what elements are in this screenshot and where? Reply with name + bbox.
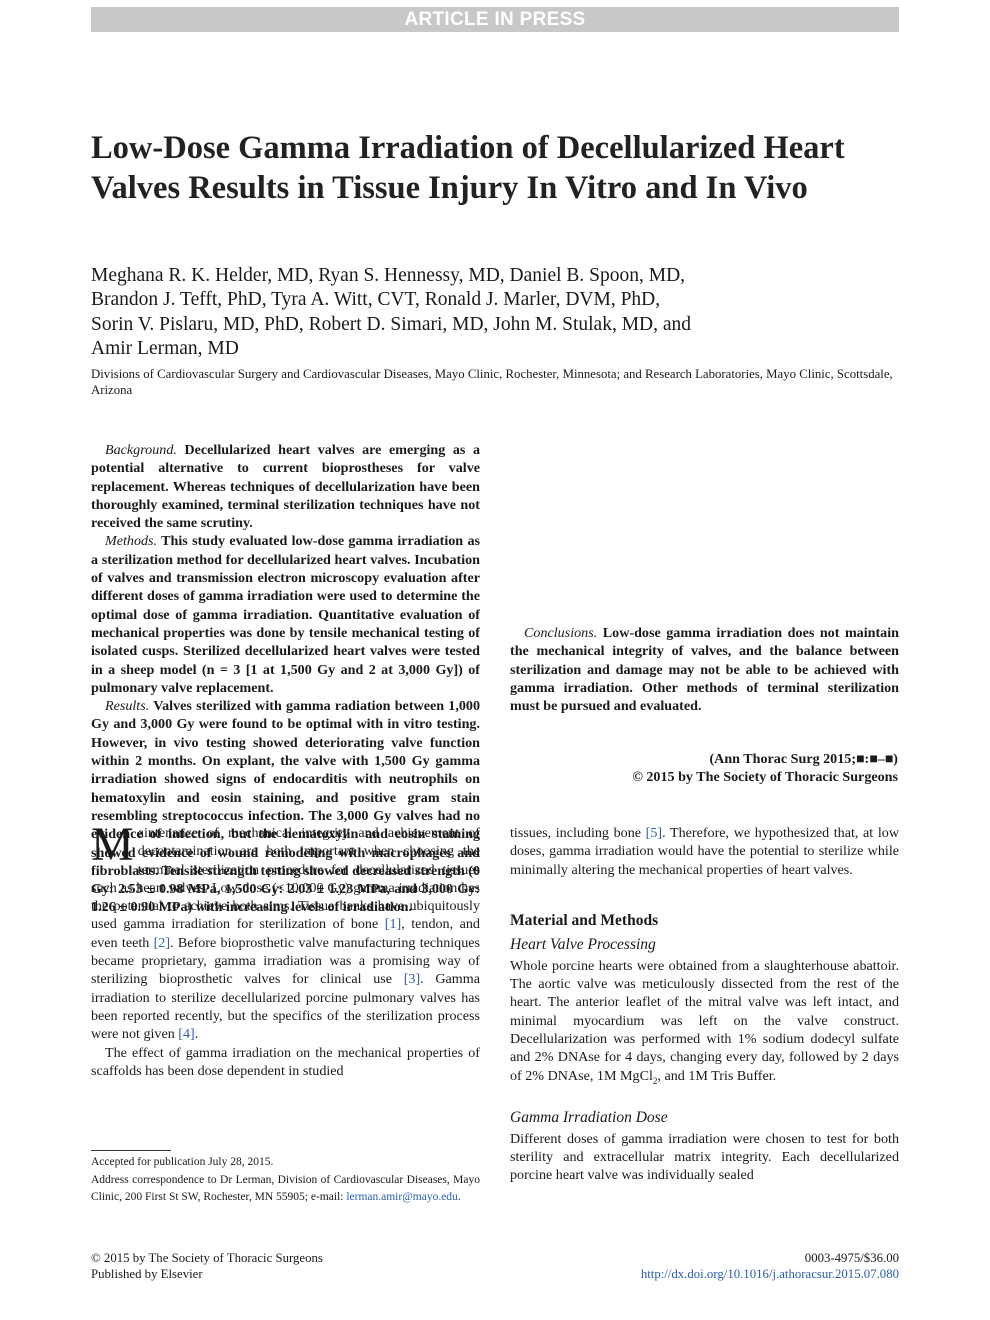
right-text: tissues, including bone xyxy=(510,825,646,841)
footer-publisher: Published by Elsevier xyxy=(91,1267,203,1281)
article-in-press-banner: ARTICLE IN PRESS xyxy=(91,7,899,32)
correspondence-address: Address correspondence to Dr Lerman, Div… xyxy=(91,1172,480,1206)
abstract-left-column: Background. Decellularized heart valves … xyxy=(91,441,480,917)
drop-cap: M xyxy=(91,818,134,871)
processing-text: , and 1M Tris Buffer. xyxy=(657,1067,777,1084)
correspondence-text: Address correspondence to Dr Lerman, Div… xyxy=(91,1174,480,1203)
footer-copyright: © 2015 by The Society of Thoracic Surgeo… xyxy=(91,1251,323,1265)
subheading-irradiation-dose: Gamma Irradiation Dose xyxy=(510,1108,668,1126)
subscript: 2 xyxy=(652,1075,658,1086)
footer-left: © 2015 by The Society of Thoracic Surgeo… xyxy=(91,1250,323,1282)
email-link[interactable]: lerman.amir@mayo.edu xyxy=(346,1190,458,1203)
conclusions-text: Low-dose gamma irradiation does not main… xyxy=(510,625,899,715)
abstract-methods: Methods. This study evaluated low-dose g… xyxy=(91,532,480,697)
abstract-results: Results. Valves sterilized with gamma ra… xyxy=(91,697,480,917)
results-label: Results. xyxy=(105,698,150,715)
footer-issn: 0003-4975/$36.00 xyxy=(804,1251,899,1265)
journal-reference: (Ann Thorac Surg 2015;■:■–■) xyxy=(709,751,898,767)
background-label: Background. xyxy=(105,442,177,458)
methods-label: Methods. xyxy=(105,533,158,550)
subheading-valve-processing: Heart Valve Processing xyxy=(510,935,656,953)
results-text: Valves sterilized with gamma radiation b… xyxy=(91,698,480,916)
correspondence-end: . xyxy=(457,1190,461,1203)
intro-text: . Gamma irradiation to sterilize decellu… xyxy=(91,971,480,1043)
dose-paragraph: Different doses of gamma irradiation wer… xyxy=(510,1130,899,1184)
author-line: Sorin V. Pislaru, MD, PhD, Robert D. Sim… xyxy=(91,313,692,335)
background-text: Decellularized heart valves are emerging… xyxy=(91,442,480,532)
accepted-date: Accepted for publication July 28, 2015. xyxy=(91,1156,274,1168)
methods-text: This study evaluated low-dose gamma irra… xyxy=(91,533,480,696)
reference-link-2[interactable]: [2] xyxy=(153,934,171,951)
intro-text: . xyxy=(194,1026,199,1043)
intro-text: . Before bioprosthetic valve manufacturi… xyxy=(91,934,480,988)
footnote-divider xyxy=(91,1150,171,1151)
author-line: Amir Lerman, MD xyxy=(91,337,239,359)
right-paragraph: tissues, including bone [5]. Therefore, … xyxy=(510,824,899,879)
reference-link-5[interactable]: [5] xyxy=(645,825,663,841)
reference-link-4[interactable]: [4] xyxy=(178,1026,195,1043)
abstract-right-column: Conclusions. Low-dose gamma irradiation … xyxy=(510,441,899,715)
processing-text: Whole porcine hearts were obtained from … xyxy=(510,957,899,1084)
abstract-copyright: © 2015 by The Society of Thoracic Surgeo… xyxy=(632,769,898,786)
abstract-background: Background. Decellularized heart valves … xyxy=(91,441,480,532)
right-text: . Therefore, we hypothesized that, at lo… xyxy=(510,825,899,878)
footer-right: 0003-4975/$36.00 http://dx.doi.org/10.10… xyxy=(641,1250,899,1282)
body-right-column: tissues, including bone [5]. Therefore, … xyxy=(510,824,899,1185)
intro-text: aintenance of mechanical integrity and a… xyxy=(91,825,480,933)
affiliations: Divisions of Cardiovascular Surgery and … xyxy=(91,367,893,397)
intro-text: , tendon, and even teeth xyxy=(91,916,480,951)
journal-citation: (Ann Thorac Surg 2015;■:■–■) © 2015 by T… xyxy=(520,750,898,787)
author-list: Meghana R. K. Helder, MD, Ryan S. Hennes… xyxy=(91,264,896,361)
article-title: Low-Dose Gamma Irradiation of Decellular… xyxy=(91,130,845,206)
processing-paragraph: Whole porcine hearts were obtained from … xyxy=(510,957,899,1090)
author-line: Brandon J. Tefft, PhD, Tyra A. Witt, CVT… xyxy=(91,289,661,311)
doi-link[interactable]: http://dx.doi.org/10.1016/j.athoracsur.2… xyxy=(640,1267,899,1281)
section-heading-methods: Material and Methods xyxy=(510,911,659,929)
abstract-conclusions: Conclusions. Low-dose gamma irradiation … xyxy=(510,624,899,715)
conclusions-label: Conclusions. xyxy=(524,625,598,641)
reference-link-1[interactable]: [1] xyxy=(384,916,402,933)
intro-paragraph-2: The effect of gamma irradiation on the m… xyxy=(91,1044,480,1079)
author-line: Meghana R. K. Helder, MD, Ryan S. Hennes… xyxy=(91,265,686,286)
reference-link-3[interactable]: [3] xyxy=(403,971,421,988)
